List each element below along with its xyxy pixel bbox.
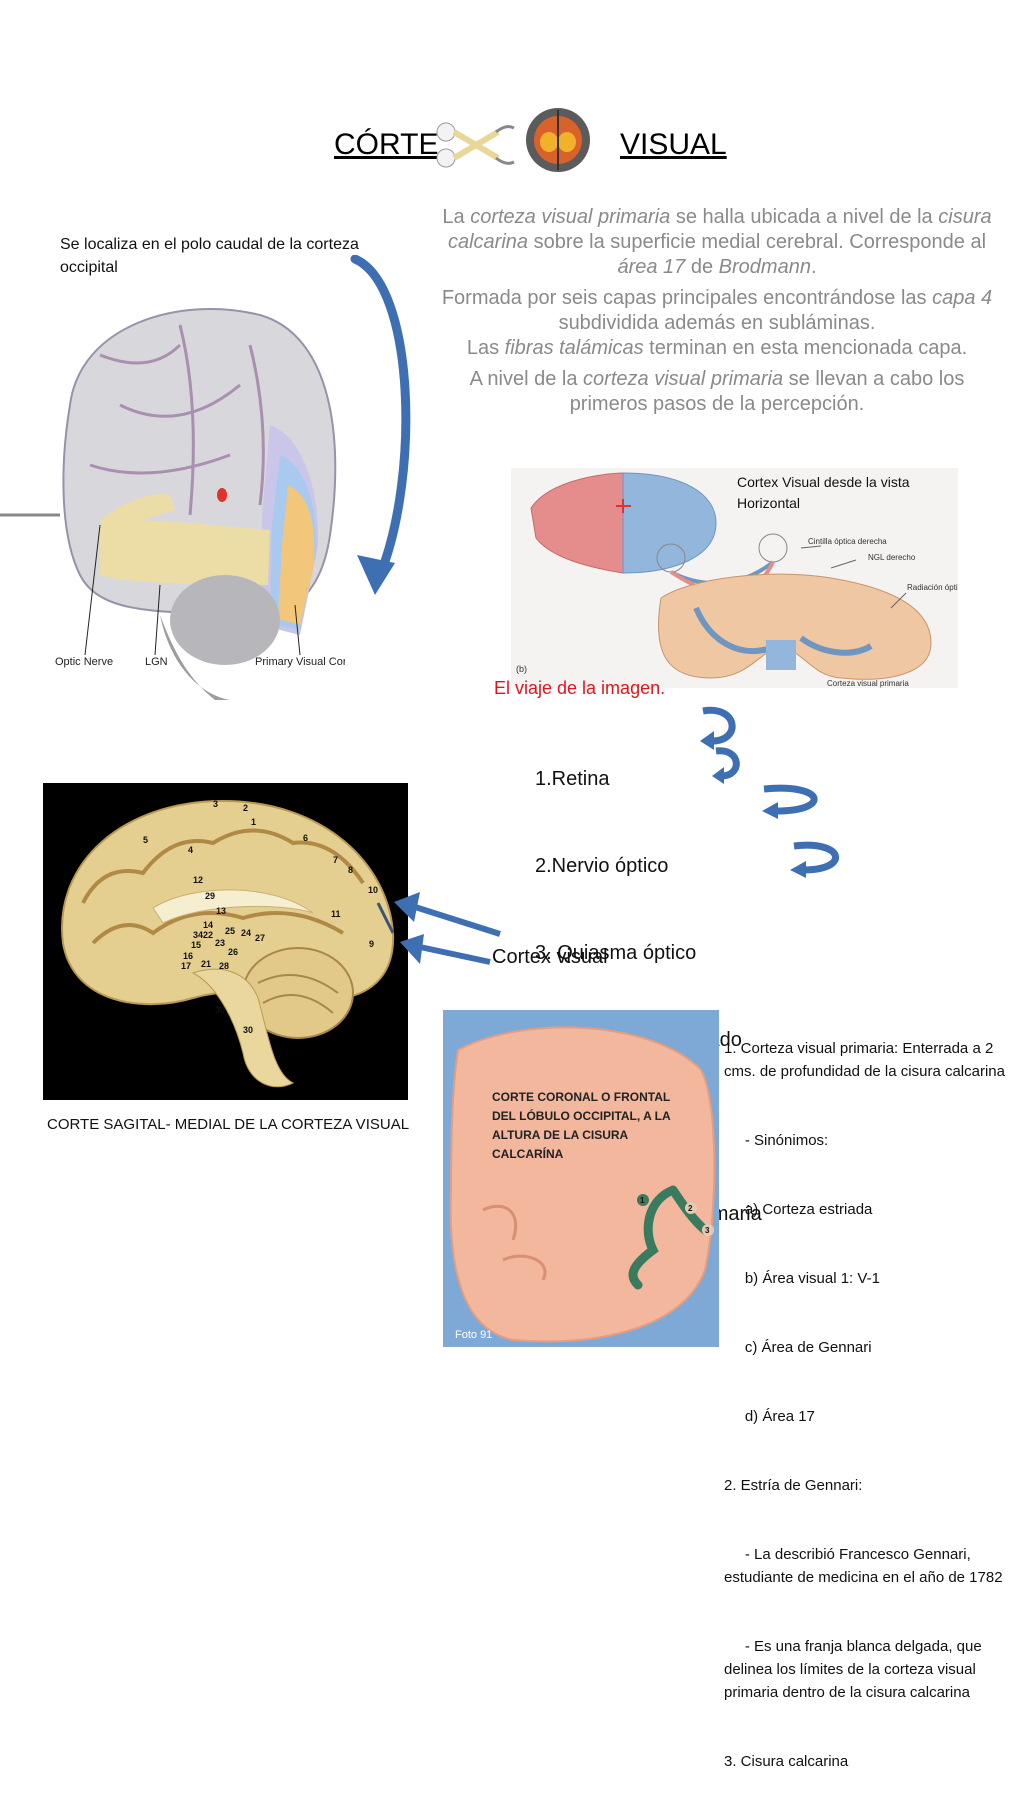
label-panel-b: (b) — [516, 664, 527, 674]
sagittal-number: 9 — [369, 939, 374, 949]
horizontal-caption: Cortex Visual desde la vista Horizontal — [737, 474, 910, 511]
sagittal-number: 1 — [251, 817, 256, 827]
sagittal-number: 26 — [228, 947, 238, 957]
text-run: de — [685, 256, 719, 278]
sagittal-number: 15 — [191, 940, 201, 950]
coronal-section-photo: 1 2 3 Foto 91 — [443, 1010, 719, 1347]
text-run: se halla ubicada a nivel de la — [670, 206, 939, 228]
photo-label: Foto 91 — [455, 1329, 492, 1341]
sagittal-number: 22 — [203, 930, 213, 940]
label-primary-visual-cortex: Primary Visual Cortex — [255, 656, 345, 668]
intro-p4: A nivel de la corteza visual primaria se… — [428, 367, 1006, 417]
text-run: terminan en esta mencionada capa. — [643, 337, 968, 359]
text-run: Formada por seis capas principales encon… — [441, 287, 933, 309]
note-line: - Sinónimos: — [724, 1132, 829, 1149]
sagittal-number: 30 — [243, 1025, 253, 1035]
pointer-arrow-icon — [394, 892, 501, 965]
sagittal-number: 13 — [216, 906, 226, 916]
note-line: - La describió Francesco Gennari, estudi… — [724, 1546, 1003, 1586]
italic-term: fibras talámicas — [504, 337, 644, 359]
intro-p2: Formada por seis capas principales encon… — [428, 286, 1006, 336]
note-line: - Es una franja blanca delgada, que deli… — [724, 1638, 986, 1701]
journey-title: El viaje de la imagen. — [494, 678, 666, 698]
text-run: Las — [466, 337, 505, 359]
journey-item: 2.Nervio óptico — [535, 855, 669, 877]
note-line: 3. Cisura calcarina — [724, 1753, 849, 1770]
optic-chiasm-icon — [436, 118, 516, 172]
coronal-mark: 1 — [640, 1196, 645, 1205]
label-optic-nerve: Optic Nerve — [55, 656, 113, 668]
coronal-caption: CORTE CORONAL O FRONTAL DEL LÓBULO OCCIP… — [492, 1090, 671, 1161]
sagittal-number: 11 — [331, 909, 341, 919]
text-run: subdividida además en subláminas. — [558, 312, 876, 334]
coronal-mark: 3 — [705, 1226, 710, 1235]
sagittal-number: 27 — [255, 933, 265, 943]
sagittal-number: 2 — [243, 803, 248, 813]
sagittal-number: 10 — [368, 885, 378, 895]
note-line: 1. Corteza visual primaria: Enterrada a … — [724, 1040, 1005, 1080]
note-line: a) Corteza estriada — [724, 1201, 873, 1218]
text-run: A nivel de la — [469, 368, 584, 390]
loop-arrow-icon — [712, 747, 740, 784]
text-run: sobre la superficie medial cerebral. Cor… — [528, 231, 987, 253]
text-run: . — [810, 256, 817, 278]
sagittal-number: 14 — [203, 920, 213, 930]
brain-lateral-illustration: Optic Nerve LGN Primary Visual Cortex — [0, 285, 345, 700]
sagittal-number: 3 — [213, 799, 218, 809]
sagittal-number: 30 — [215, 1005, 225, 1015]
journey-item: 3. Quiasma óptico — [535, 942, 697, 964]
label-corteza-visual: Corteza visual primaria — [827, 679, 909, 688]
sagittal-number: 23 — [215, 938, 225, 948]
italic-term: área 17 — [617, 256, 686, 278]
sagittal-brain-photo: 3 2 1 5 4 6 7 8 10 11 9 12 29 13 14 34 2… — [43, 783, 408, 1100]
italic-term: capa 4 — [932, 287, 993, 309]
note-line: 2. Estría de Gennari: — [724, 1477, 863, 1494]
italic-term: cisura calcarina — [447, 206, 992, 253]
sagittal-number: 21 — [201, 959, 211, 969]
note-line: d) Área 17 — [724, 1408, 815, 1425]
title-right: VISUAL — [620, 128, 727, 161]
text-run: se llevan a cabo los primeros pasos de l… — [569, 368, 965, 415]
text-run: La — [442, 206, 471, 228]
brain-occipital-icon — [523, 104, 593, 174]
label-lgn: LGN — [145, 656, 168, 668]
label-ngl: NGL derecho — [868, 553, 916, 562]
sagittal-number: 4 — [188, 845, 193, 855]
note-line: b) Área visual 1: V-1 — [724, 1270, 880, 1287]
sagittal-number: 7 — [333, 855, 338, 865]
sagittal-number: 28 — [219, 961, 229, 971]
title-left: CÓRTE — [334, 128, 439, 161]
italic-term: Brodmann — [718, 256, 811, 278]
sagittal-number: 12 — [193, 875, 203, 885]
sagittal-number: 17 — [181, 961, 191, 971]
sagittal-number: 25 — [225, 926, 235, 936]
note-line: c) Área de Gennari — [724, 1339, 872, 1356]
notes-list: 1. Corteza visual primaria: Enterrada a … — [724, 991, 1022, 1796]
sagittal-caption: CORTE SAGITAL- MEDIAL DE LA CORTEZA VISU… — [47, 1116, 410, 1133]
loop-arrow-icon — [790, 841, 839, 878]
loop-arrow-icon — [762, 784, 818, 819]
horizontal-view-figure: Cintilla óptica derecha NGL derecho Radi… — [511, 468, 958, 688]
italic-term: corteza visual primaria — [583, 368, 784, 390]
coronal-mark: 2 — [688, 1204, 693, 1213]
location-note: Se localiza en el polo caudal de la cort… — [60, 236, 359, 276]
journey-item: 1.Retina — [535, 768, 610, 790]
intro-p3: Las fibras talámicas terminan en esta me… — [428, 336, 1006, 361]
label-cintilla: Cintilla óptica derecha — [808, 537, 887, 546]
intro-p1: La corteza visual primaria se halla ubic… — [428, 205, 1006, 280]
cortex-visual-label: Cortex visual — [492, 946, 608, 968]
loop-arrow-icon — [700, 706, 736, 750]
sagittal-number: 8 — [348, 865, 353, 875]
sagittal-number: 29 — [205, 891, 215, 901]
sagittal-number: 6 — [303, 833, 308, 843]
sagittal-number: 16 — [183, 951, 193, 961]
sagittal-number: 5 — [143, 835, 148, 845]
sagittal-number: 34 — [193, 930, 203, 940]
italic-term: corteza visual primaria — [470, 206, 671, 228]
curved-arrow-icon — [350, 255, 411, 595]
sagittal-number: 24 — [241, 928, 251, 938]
label-radiacion: Radiación óptica — [907, 583, 958, 592]
intro-text: La corteza visual primaria se halla ubic… — [428, 205, 1006, 423]
